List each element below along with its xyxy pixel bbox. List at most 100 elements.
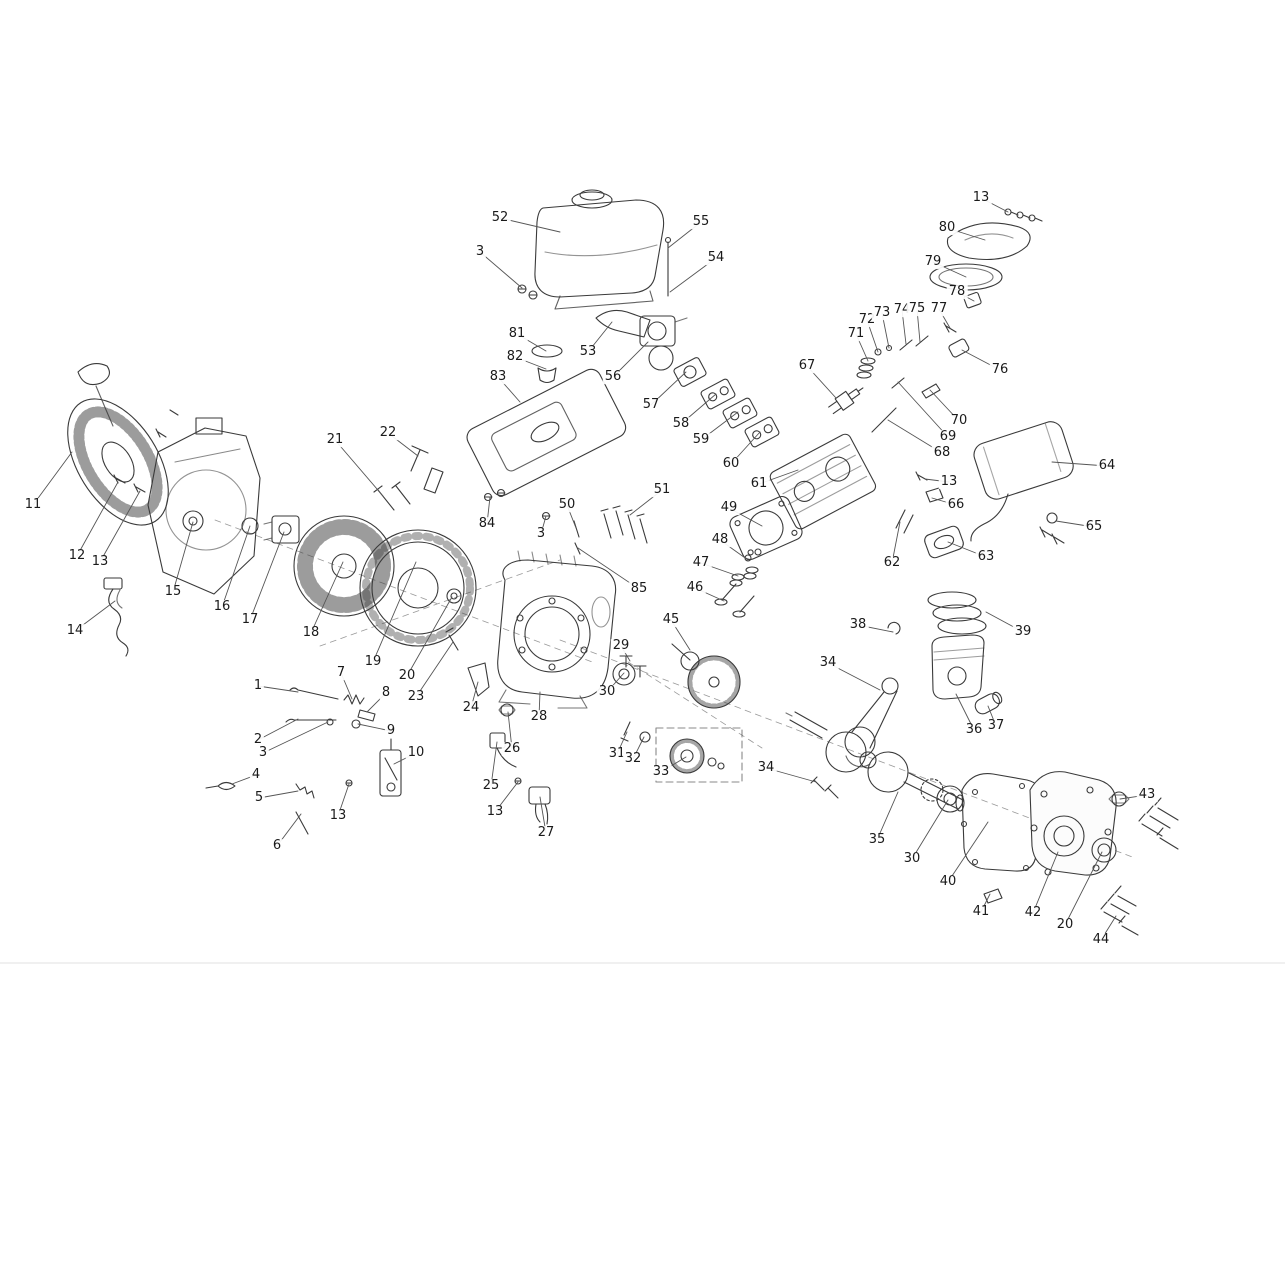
leader-line-70 bbox=[929, 389, 960, 422]
leader-line-17 bbox=[249, 531, 285, 621]
leader-line-76 bbox=[961, 349, 1001, 371]
valve-spring-71 bbox=[856, 357, 876, 379]
leader-line-74 bbox=[901, 309, 907, 345]
leader-line-8 bbox=[366, 692, 387, 713]
insulator-plate-59 bbox=[722, 397, 758, 429]
leader-line-3 bbox=[262, 721, 329, 754]
leader-line-1 bbox=[257, 685, 299, 693]
leader-line-50 bbox=[566, 504, 577, 529]
spacer-78 bbox=[963, 291, 982, 309]
piston-pin-37 bbox=[974, 691, 1003, 715]
oil-dipstick bbox=[410, 445, 444, 494]
leader-line-47 bbox=[700, 562, 739, 577]
bearing-30 bbox=[612, 662, 636, 686]
leader-line-7 bbox=[340, 672, 353, 700]
carb-gasket bbox=[673, 357, 707, 387]
leader-line-56 bbox=[612, 341, 649, 378]
leader-line-72 bbox=[866, 319, 879, 353]
insulator-plate-58 bbox=[700, 378, 736, 410]
leader-line-16 bbox=[221, 525, 251, 608]
leader-line-85 bbox=[577, 547, 640, 590]
fuel-filter-cup bbox=[531, 344, 563, 384]
piston-rings-39 bbox=[927, 591, 987, 635]
leader-line-14 bbox=[74, 600, 116, 632]
fuel-tank bbox=[534, 189, 665, 310]
leader-line-28 bbox=[538, 691, 541, 718]
leader-line-73 bbox=[881, 312, 890, 349]
carburetor bbox=[639, 315, 688, 371]
leader-line-36 bbox=[955, 693, 975, 731]
oil-plug-26 bbox=[498, 703, 516, 717]
starter-pulley-hub bbox=[188, 516, 198, 526]
rod-75 bbox=[915, 335, 929, 347]
leader-line-63 bbox=[947, 541, 987, 558]
muffler-clamps-65 bbox=[1039, 512, 1065, 545]
leader-line-20 bbox=[406, 596, 453, 677]
leader-line-35 bbox=[876, 791, 899, 841]
cylinder-head bbox=[769, 433, 877, 530]
leader-line-32 bbox=[632, 736, 645, 760]
leader-line-57 bbox=[650, 371, 687, 406]
leader-line-65 bbox=[1055, 520, 1095, 528]
leader-line-52 bbox=[499, 217, 561, 233]
muffler-bracket-66 bbox=[925, 487, 944, 503]
bracket-24 bbox=[467, 662, 490, 697]
leader-line-53 bbox=[587, 321, 613, 353]
leader-line-54 bbox=[669, 257, 717, 293]
air-cleaner-screws-13 bbox=[1004, 208, 1043, 222]
leader-line-84 bbox=[486, 496, 491, 525]
leader-line-38 bbox=[857, 624, 894, 633]
spark-plug bbox=[828, 387, 864, 415]
leader-line-83 bbox=[497, 376, 521, 403]
cover-gasket bbox=[960, 773, 1043, 872]
head-gasket bbox=[729, 495, 803, 561]
leader-line-42 bbox=[1032, 851, 1059, 914]
leader-line-40 bbox=[947, 821, 989, 883]
leader-line-31 bbox=[616, 731, 628, 755]
control-bracket bbox=[379, 738, 402, 797]
throttle-linkage bbox=[205, 687, 376, 835]
leader-line-75 bbox=[916, 308, 921, 343]
circlip-38 bbox=[887, 621, 901, 635]
leader-line-30 bbox=[911, 799, 949, 860]
starter-screws bbox=[113, 409, 179, 493]
leader-line-46 bbox=[694, 587, 725, 602]
leader-line-34 bbox=[765, 767, 817, 783]
bolt-21 bbox=[373, 481, 411, 511]
retainer-72 bbox=[874, 348, 882, 356]
wire-harness bbox=[103, 577, 129, 657]
blower-housing-panel bbox=[466, 368, 627, 497]
bearing-30b bbox=[936, 785, 964, 813]
flywheel-nut-washer bbox=[446, 588, 462, 604]
leader-line-25 bbox=[490, 741, 498, 787]
leader-line-3 bbox=[479, 251, 523, 289]
screw-13f bbox=[345, 779, 353, 787]
leader-line-44 bbox=[1100, 915, 1117, 941]
leader-line-30 bbox=[606, 672, 625, 693]
crankcase-cover bbox=[1029, 771, 1117, 876]
leader-line-20 bbox=[1064, 851, 1103, 926]
leader-line-69 bbox=[897, 381, 949, 438]
leader-line-11 bbox=[32, 451, 73, 506]
oil-seal-20b bbox=[1091, 837, 1117, 863]
leader-line-5 bbox=[258, 790, 299, 799]
leader-line-9 bbox=[357, 723, 392, 732]
leader-line-13 bbox=[99, 490, 141, 563]
oil-sensor-25 bbox=[489, 732, 517, 768]
starter-cup bbox=[241, 517, 259, 535]
crankshaft bbox=[785, 711, 965, 812]
leader-line-60 bbox=[730, 431, 761, 465]
axis-lines bbox=[214, 519, 1136, 859]
head-bolts-51 bbox=[600, 505, 648, 544]
camshaft bbox=[671, 643, 741, 709]
piston bbox=[931, 634, 985, 700]
leader-line-82 bbox=[514, 356, 547, 370]
leader-line-67 bbox=[806, 365, 837, 399]
leader-line-23 bbox=[415, 641, 454, 698]
leader-line-34 bbox=[827, 662, 881, 691]
leader-line-78 bbox=[956, 291, 975, 302]
leader-line-64 bbox=[1051, 461, 1108, 467]
leader-line-62 bbox=[891, 521, 901, 564]
